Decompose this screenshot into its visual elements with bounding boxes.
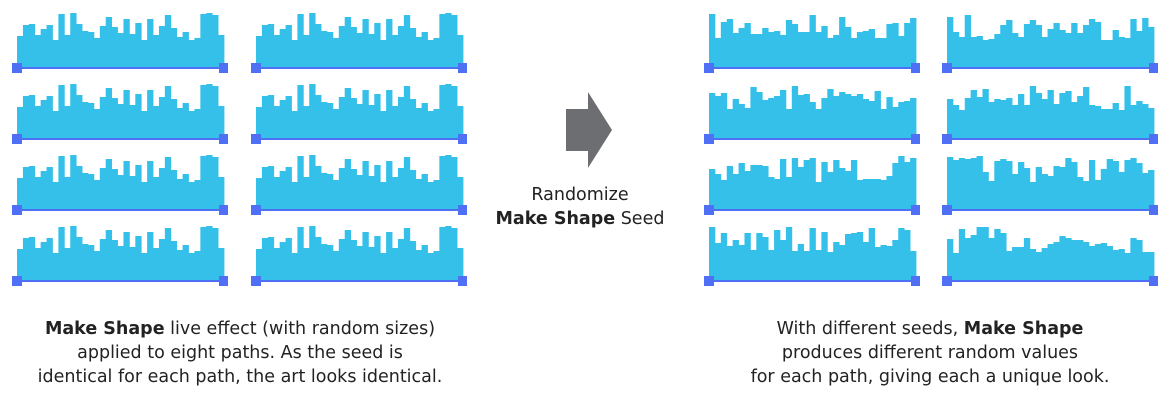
caption-text: for each path, giving each a unique look…: [750, 367, 1110, 387]
make-shape-path: [704, 83, 920, 145]
caption-text: applied to eight paths. As the seed is: [77, 343, 403, 363]
make-shape-bold: Make Shape: [495, 209, 616, 229]
make-shape-path: [251, 83, 467, 145]
make-shape-path: [12, 12, 228, 74]
caption-text: produces different random values: [781, 343, 1079, 363]
make-shape-path: [942, 12, 1158, 74]
caption-text: With different seeds,: [776, 319, 964, 339]
make-shape-bold: Make Shape: [963, 319, 1084, 339]
make-shape-path: [704, 225, 920, 287]
arrow-icon: [566, 92, 612, 168]
make-shape-path: [942, 83, 1158, 145]
make-shape-path: [704, 12, 920, 74]
caption-text: identical for each path, the art looks i…: [37, 367, 443, 387]
right-caption: With different seeds, Make Shape produce…: [690, 317, 1170, 389]
seed-text: Seed: [615, 209, 665, 229]
left-caption: Make Shape live effect (with random size…: [0, 317, 480, 389]
randomize-line1: Randomize: [531, 185, 629, 205]
randomize-label: Randomize Make Shape Seed: [480, 183, 680, 231]
make-shape-path: [251, 12, 467, 74]
make-shape-path: [942, 154, 1158, 216]
make-shape-bold: Make Shape: [44, 319, 165, 339]
make-shape-path: [12, 154, 228, 216]
make-shape-path: [12, 83, 228, 145]
make-shape-path: [12, 225, 228, 287]
make-shape-path: [704, 154, 920, 216]
make-shape-path: [251, 154, 467, 216]
caption-text: live effect (with random sizes): [164, 319, 436, 339]
make-shape-path: [942, 225, 1158, 287]
make-shape-path: [251, 225, 467, 287]
